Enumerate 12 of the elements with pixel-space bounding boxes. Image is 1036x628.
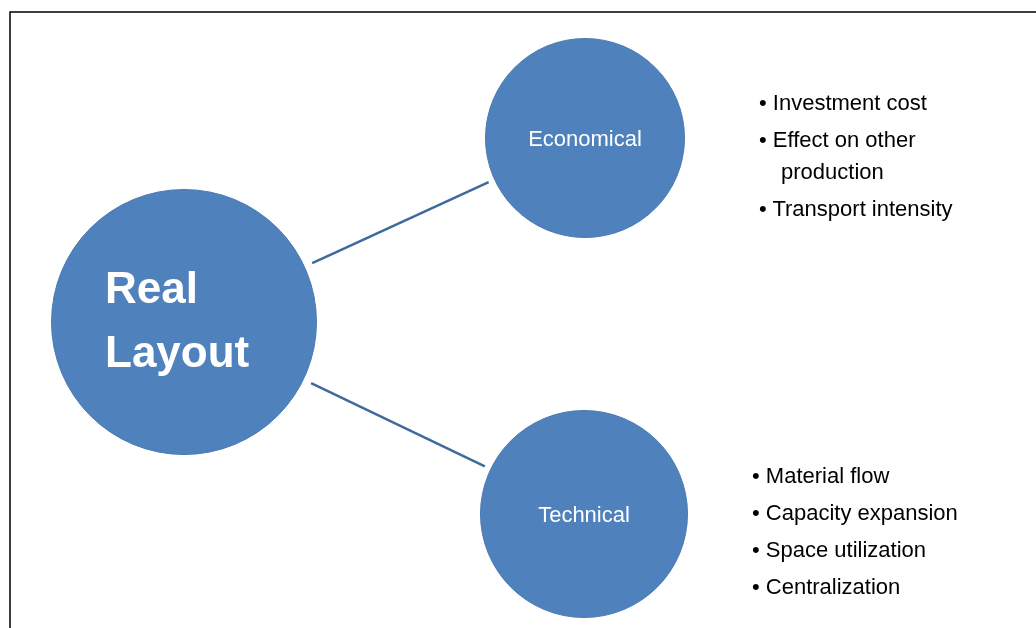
bullet-item: • Material flow [752,462,891,490]
node-label: Technical [538,502,630,528]
bullet-item: • Investment cost [759,89,928,117]
connector-line [311,181,490,265]
node-label: Economical [528,126,642,152]
bullet-item: • Centralization [752,573,902,601]
bullet-item: • Effect on other production [759,126,917,186]
bullet-item: • Transport intensity [759,195,954,223]
node-label: Real Layout [105,262,251,378]
bullet-item: • Space utilization [752,536,928,564]
connector-line [310,381,486,468]
bullet-item: • Capacity expansion [752,499,959,527]
